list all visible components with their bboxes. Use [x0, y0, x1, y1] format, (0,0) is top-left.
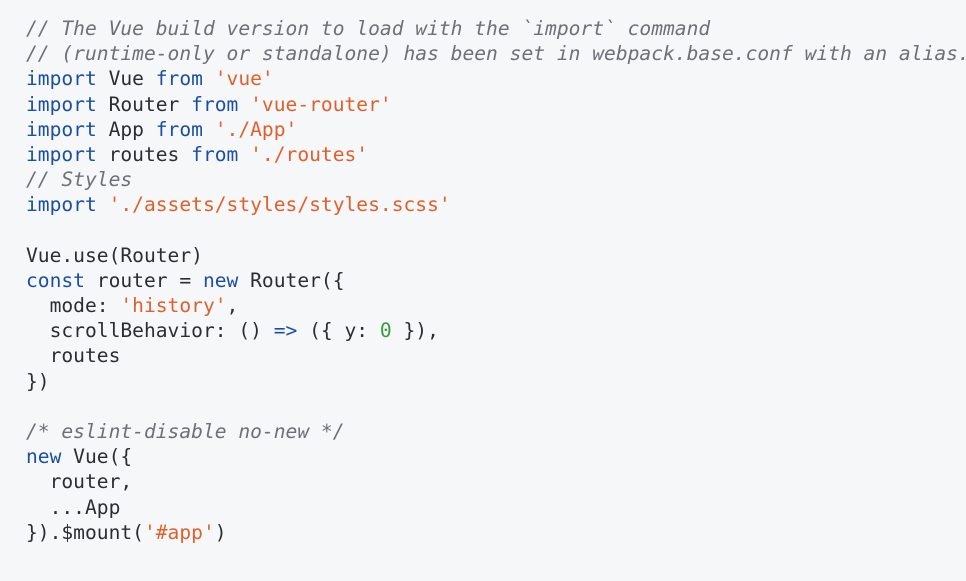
code-token-ident — [97, 193, 109, 216]
code-token-ident: router = — [84, 268, 203, 292]
code-line: new Vue({ — [26, 444, 966, 469]
code-token-keyword: import — [26, 67, 97, 91]
code-token-ident — [203, 118, 215, 141]
code-token-ident: Vue.use(Router) — [26, 243, 203, 267]
code-line: router, — [26, 469, 966, 494]
code-token-ident: }).$mount( — [26, 520, 144, 544]
code-token-ident: , — [226, 294, 239, 318]
code-line: }) — [26, 369, 966, 394]
code-token-ident: App — [96, 117, 156, 141]
code-token-ident — [238, 93, 250, 116]
code-line: routes — [26, 343, 966, 368]
code-token-comment: /* eslint-disable no-new */ — [26, 420, 345, 443]
code-token-ident: }), — [391, 319, 439, 343]
code-token-ident: Vue — [96, 67, 156, 91]
code-token-ident: mode: — [26, 294, 121, 318]
code-token-string: 'vue' — [214, 67, 274, 91]
code-token-keyword: from — [155, 67, 203, 91]
code-token-ident: Vue({ — [61, 445, 133, 469]
code-line: // (runtime-only or standalone) has been… — [26, 41, 966, 66]
code-line: mode: 'history', — [26, 293, 966, 318]
code-token-ident: }) — [26, 369, 50, 393]
code-token-keyword: new — [202, 268, 239, 292]
code-token-keyword: const — [26, 268, 85, 292]
code-token-string: 'history' — [120, 294, 227, 318]
code-token-number: 0 — [379, 319, 392, 343]
code-line: import routes from './routes' — [26, 142, 966, 167]
code-token-keyword: new — [26, 445, 62, 469]
code-token-keyword: import — [26, 92, 97, 116]
code-token-keyword: from — [155, 117, 203, 141]
code-token-keyword: from — [191, 142, 239, 166]
code-token-ident: ...App — [26, 495, 121, 519]
code-token-ident — [238, 143, 250, 166]
code-token-keyword: import — [26, 117, 97, 141]
code-token-comment: // Styles — [26, 168, 133, 192]
code-token-ident — [203, 67, 215, 90]
code-token-keyword: import — [26, 142, 97, 166]
code-token-string: '#app' — [143, 520, 215, 544]
code-token-keyword: => — [273, 319, 298, 343]
code-token-string: './routes' — [250, 142, 369, 166]
code-token-string: './assets/styles/styles.scss' — [108, 193, 451, 217]
code-line: import Router from 'vue-router' — [26, 92, 966, 117]
code-token-ident: routes — [96, 142, 192, 166]
code-line: // The Vue build version to load with th… — [26, 16, 966, 41]
code-line: Vue.use(Router) — [26, 243, 966, 268]
code-token-string: 'vue-router' — [250, 92, 392, 116]
code-line: ...App — [26, 495, 966, 520]
code-token-ident: router, — [26, 470, 133, 494]
code-line — [26, 218, 966, 243]
code-line: }).$mount('#app') — [26, 520, 966, 545]
code-line: /* eslint-disable no-new */ — [26, 419, 966, 444]
code-line: import './assets/styles/styles.scss' — [26, 192, 966, 217]
code-token-ident: Router — [96, 92, 192, 116]
code-token-ident: routes — [26, 344, 121, 368]
code-line: const router = new Router({ — [26, 268, 966, 293]
code-token-ident: ({ y: — [297, 319, 380, 343]
code-token-keyword: from — [191, 92, 239, 116]
code-line — [26, 394, 966, 419]
code-line: // Styles — [26, 167, 966, 192]
code-line: scrollBehavior: () => ({ y: 0 }), — [26, 318, 966, 343]
code-token-string: './App' — [214, 117, 298, 141]
code-token-ident: ) — [214, 520, 227, 544]
code-token-comment: // (runtime-only or standalone) has been… — [26, 42, 966, 66]
code-token-keyword: import — [26, 193, 97, 217]
code-token-ident: Router({ — [238, 268, 345, 292]
code-token-comment: // The Vue build version to load with th… — [26, 17, 711, 40]
code-line: import App from './App' — [26, 117, 966, 142]
code-line: import Vue from 'vue' — [26, 66, 966, 91]
code-token-ident: scrollBehavior: () — [26, 319, 274, 343]
